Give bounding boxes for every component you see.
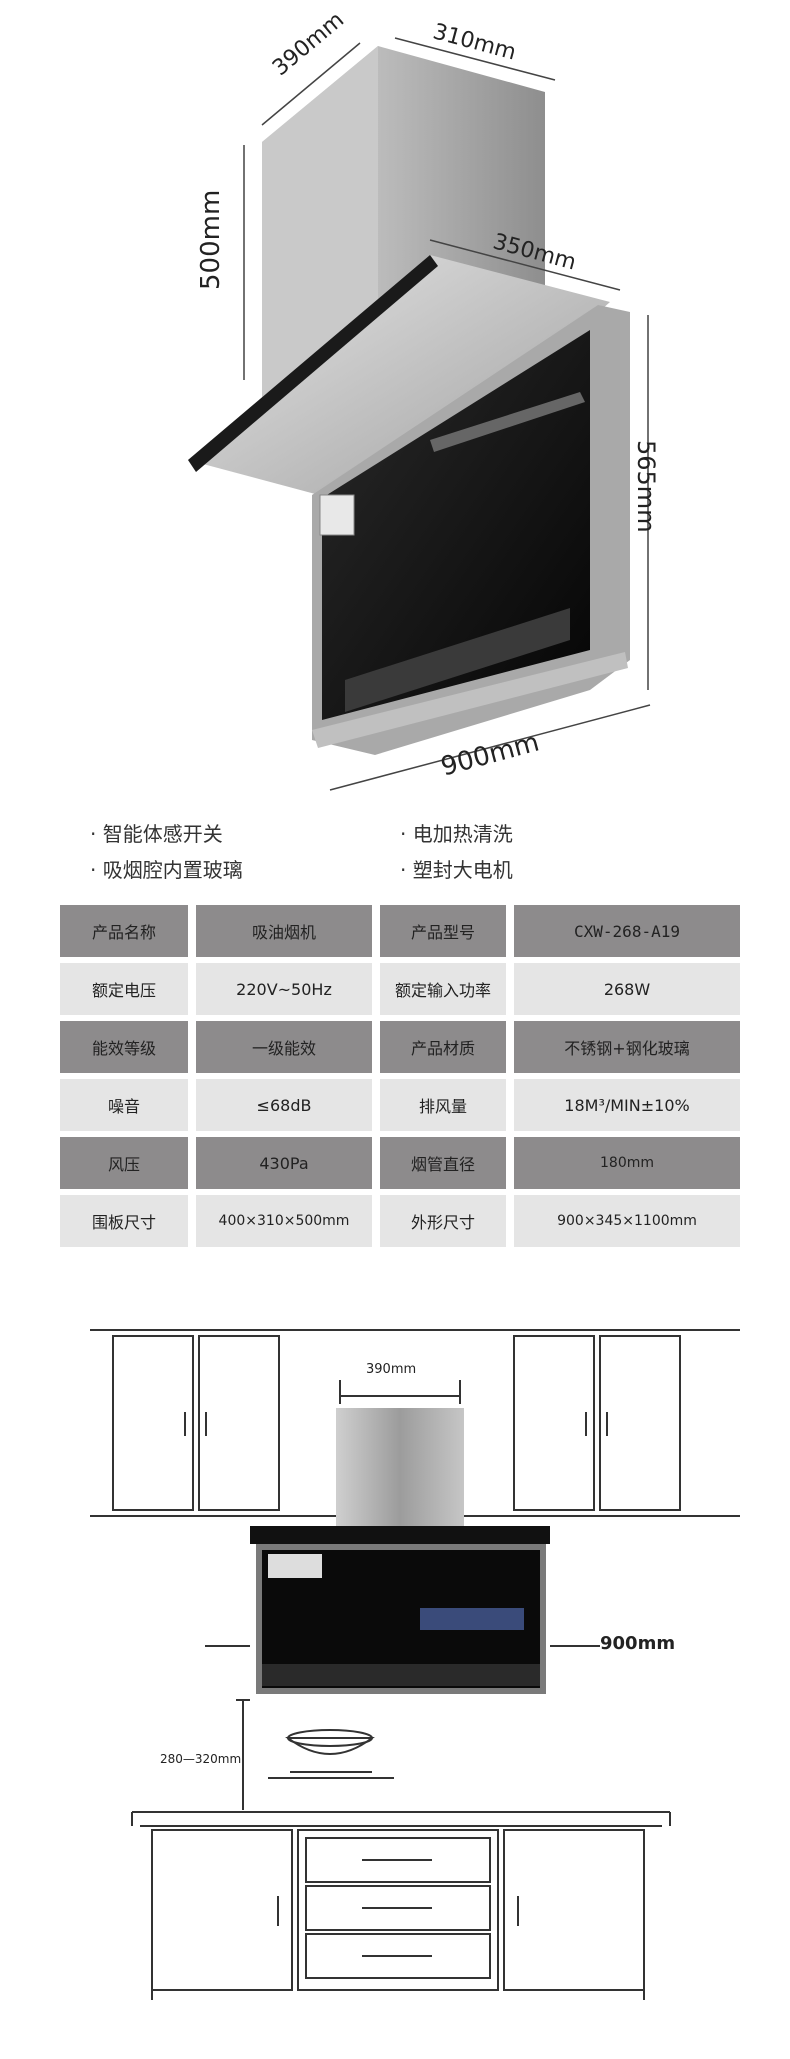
dimension-body-width: 900mm — [600, 1633, 676, 1654]
dimension-install-height: 280—320mm — [160, 1752, 242, 1766]
feature-item: · 塑封大电机 — [400, 858, 513, 882]
spec-value: 430Pa — [196, 1137, 372, 1189]
spec-label: 围板尺寸 — [60, 1195, 188, 1247]
range-hood-illustration — [188, 37, 651, 791]
spec-label: 排风量 — [380, 1079, 506, 1131]
spec-value: CXW-268-A19 — [514, 905, 740, 957]
spec-value: 不锈钢+钢化玻璃 — [514, 1021, 740, 1073]
spec-value: 220V~50Hz — [196, 963, 372, 1015]
dimension-height-chimney: 500mm — [196, 189, 226, 290]
feature-label: 电加热清洗 — [412, 822, 513, 846]
spec-label: 产品型号 — [380, 905, 506, 957]
spec-value: 一级能效 — [196, 1021, 372, 1073]
feature-item: · 智能体感开关 — [90, 822, 223, 846]
spec-value: ≤68dB — [196, 1079, 372, 1131]
spec-table: 产品名称 吸油烟机 产品型号 CXW-268-A19 额定电压 220V~50H… — [60, 905, 740, 1247]
spec-value: 180mm — [514, 1137, 740, 1189]
spec-value: 268W — [514, 963, 740, 1015]
spec-label: 风压 — [60, 1137, 188, 1189]
installation-diagram — [90, 1329, 740, 2000]
spec-value: 900×345×1100mm — [514, 1195, 740, 1247]
spec-value: 400×310×500mm — [196, 1195, 372, 1247]
spec-label: 产品名称 — [60, 905, 188, 957]
feature-label: 塑封大电机 — [412, 858, 513, 882]
spec-label: 外形尺寸 — [380, 1195, 506, 1247]
feature-label: 智能体感开关 — [102, 822, 223, 846]
dimension-chimney-width: 390mm — [366, 1362, 417, 1377]
feature-item: · 吸烟腔内置玻璃 — [90, 858, 243, 882]
spec-value: 吸油烟机 — [196, 905, 372, 957]
spec-label: 产品材质 — [380, 1021, 506, 1073]
dimension-height-body: 565mm — [632, 440, 660, 533]
spec-label: 额定电压 — [60, 963, 188, 1015]
spec-value: 18M³/MIN±10% — [514, 1079, 740, 1131]
spec-label: 能效等级 — [60, 1021, 188, 1073]
feature-item: · 电加热清洗 — [400, 822, 513, 846]
feature-label: 吸烟腔内置玻璃 — [102, 858, 243, 882]
spec-label: 烟管直径 — [380, 1137, 506, 1189]
spec-label: 噪音 — [60, 1079, 188, 1131]
spec-label: 额定输入功率 — [380, 963, 506, 1015]
